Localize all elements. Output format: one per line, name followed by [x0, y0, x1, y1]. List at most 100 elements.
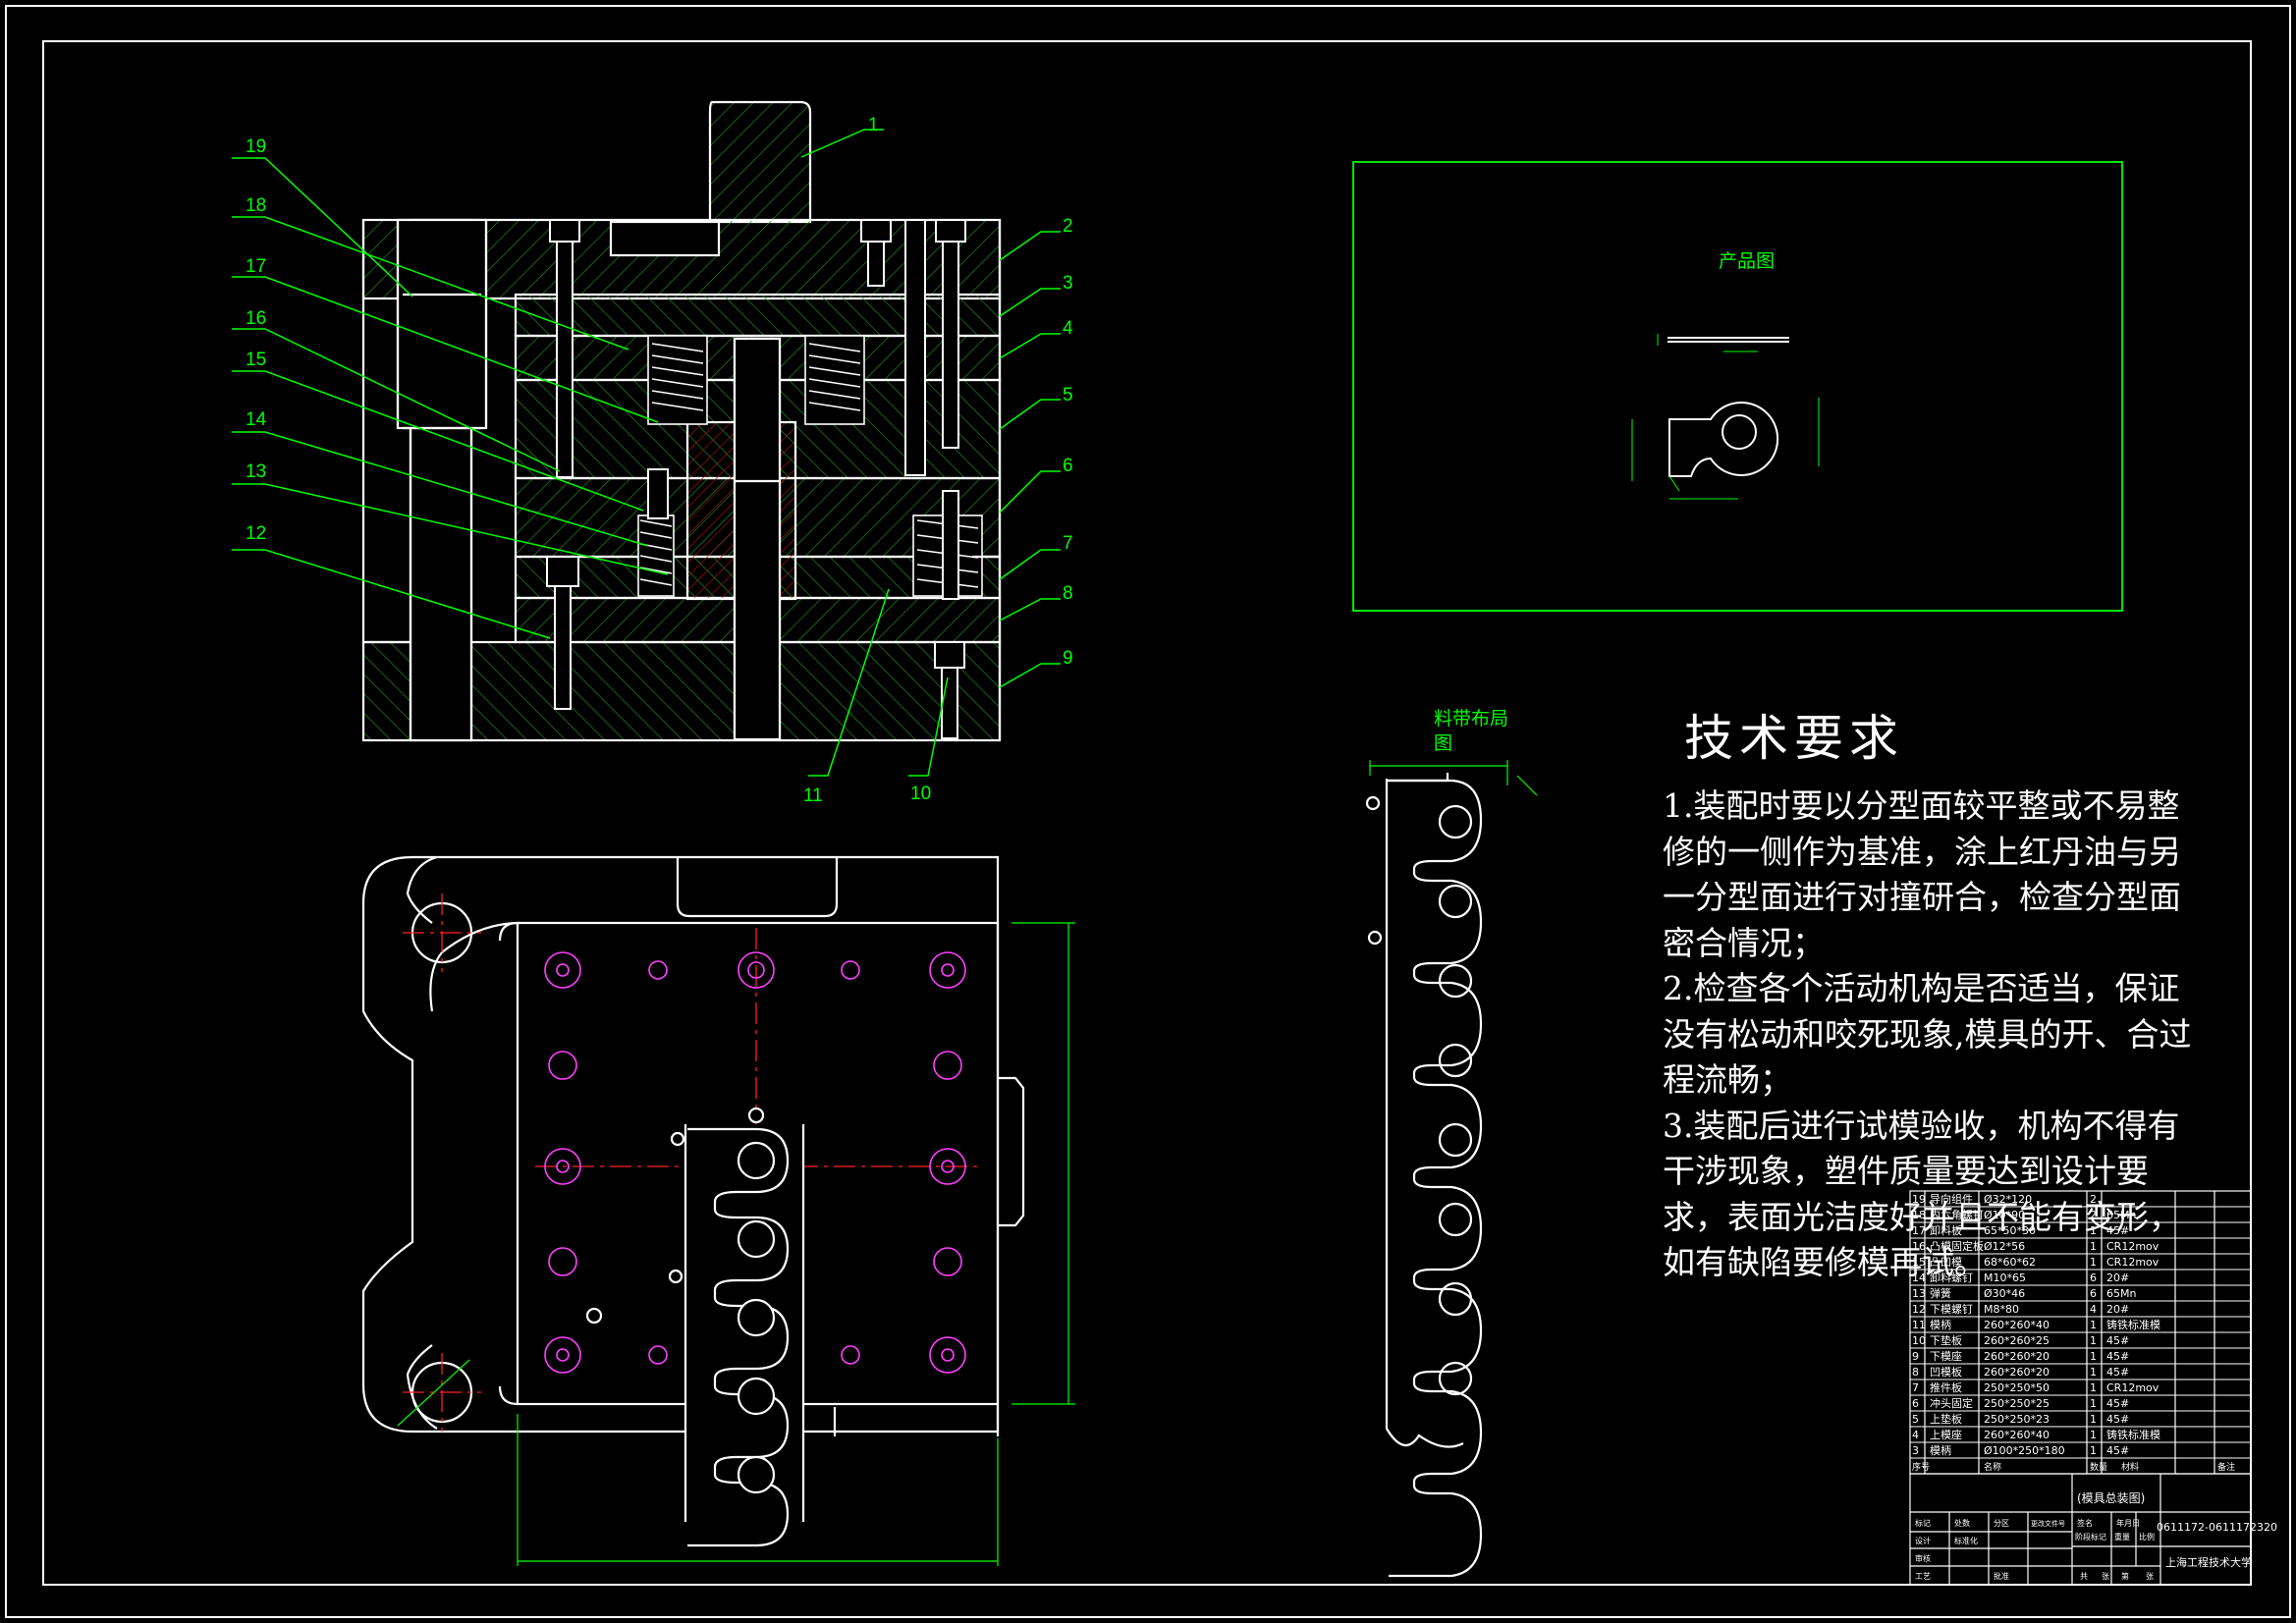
- bom-cell: Ø32*120: [1984, 1193, 2032, 1206]
- bom-header-cell: 名称: [1984, 1461, 2001, 1473]
- bom-cell: 10: [1912, 1334, 1926, 1347]
- bom-cell: 上模座: [1930, 1428, 1962, 1441]
- bom-cell: CR12mov: [2106, 1256, 2159, 1269]
- callout-4: 4: [1063, 318, 1073, 339]
- tb-label-date: 年月日: [2116, 1518, 2140, 1528]
- bom-cell: 1: [2090, 1334, 2097, 1347]
- bom-cell: 2: [2090, 1193, 2097, 1206]
- tb-label-marker: 标记: [1915, 1518, 1931, 1528]
- callout-12: 12: [246, 523, 266, 544]
- product-view: 产品图: [1352, 161, 2123, 612]
- bom-cell: M10*65: [1984, 1271, 2026, 1284]
- tb-label-stage: 阶段标记: [2075, 1532, 2106, 1542]
- bom-cell: 13: [1912, 1287, 1926, 1300]
- tb-label-approve: 批准: [1994, 1571, 2009, 1581]
- school-name: 上海工程技术大学: [2165, 1555, 2252, 1569]
- title-block: [1909, 1473, 2252, 1586]
- bom-cell: 1: [2090, 1429, 2097, 1441]
- callout-9: 9: [1063, 648, 1073, 669]
- bom-cell: 260*260*40: [1984, 1319, 2050, 1331]
- bom-cell: 7: [1912, 1381, 1919, 1394]
- bom-cell: 卸料螺钉: [1930, 1271, 1973, 1284]
- callout-8: 8: [1063, 583, 1073, 604]
- bom-cell: 1: [2090, 1319, 2097, 1331]
- callout-3: 3: [1063, 273, 1073, 294]
- bom-cell: 20#: [2106, 1303, 2129, 1316]
- bom-cell: 6: [2090, 1287, 2097, 1300]
- bom-cell: 9: [1912, 1350, 1919, 1363]
- bom-cell: 260*260*20: [1984, 1350, 2050, 1363]
- bom-cell: 下垫板: [1930, 1333, 1962, 1347]
- bom-cell: 导向组件: [1930, 1192, 1973, 1206]
- tb-label-zone: 分区: [1994, 1519, 2009, 1528]
- callout-7: 7: [1063, 533, 1073, 554]
- bom-cell: 14: [1912, 1271, 1926, 1284]
- bom-cell: 1: [2090, 1224, 2097, 1237]
- bom-cell: CR12mov: [2106, 1240, 2159, 1253]
- callout-10: 10: [910, 784, 931, 804]
- callout-11: 11: [803, 785, 823, 806]
- bom-cell: 下模螺钉: [1930, 1303, 1973, 1316]
- tb-label-count: 处数: [1954, 1518, 1970, 1528]
- bom-cell: 6: [1912, 1397, 1919, 1410]
- bom-cell: Ø100*250*180: [1984, 1444, 2065, 1457]
- bom-cell: CR12mov: [2106, 1381, 2159, 1394]
- callout-13: 13: [246, 461, 266, 482]
- sheet-inner-border: [42, 40, 2252, 1586]
- callout-6: 6: [1063, 456, 1073, 476]
- bom-header-cell: 序号: [1912, 1461, 1930, 1473]
- bom-cell: 45#: [2106, 1413, 2129, 1426]
- tb-label-sheet: 张: [2146, 1572, 2154, 1581]
- bom-cell: 4: [2090, 1303, 2097, 1316]
- bom-cell: 45#: [2106, 1444, 2129, 1457]
- bom-cell: 铸铁标准模: [2106, 1318, 2160, 1331]
- callout-leaders: [232, 129, 1061, 777]
- strip-layout: 料带布局 图: [1365, 708, 1538, 1578]
- plan-dimensions: [397, 922, 1075, 1566]
- bom-cell: 250*250*25: [1984, 1397, 2050, 1410]
- product-view-title: 产品图: [1719, 250, 1775, 272]
- bom-cell: 2: [2090, 1209, 2097, 1221]
- plan-strip: [585, 1107, 805, 1547]
- tb-label-weight: 重量: [2114, 1532, 2130, 1542]
- bom-cell: 模柄: [1930, 1319, 1951, 1331]
- upper-springs: [647, 335, 865, 425]
- tb-label-scale: 比例: [2139, 1532, 2155, 1542]
- bom-cell: 3: [1912, 1444, 1919, 1457]
- callout-14: 14: [246, 409, 267, 430]
- bom-header-cell: 备注: [2217, 1461, 2235, 1473]
- tb-label-process: 工艺: [1915, 1572, 1931, 1581]
- bom-cell: 68*60*62: [1984, 1256, 2036, 1269]
- bom-cell: 260*260*40: [1984, 1429, 2050, 1441]
- tb-label-change: 更改文件号: [2031, 1519, 2065, 1528]
- bom-cell: 上垫板: [1930, 1412, 1962, 1426]
- bom-cell: 冲头固定: [1930, 1396, 1973, 1410]
- bom-cell: Ø30*46: [1984, 1287, 2025, 1300]
- bom-cell: 45#: [2106, 1224, 2129, 1237]
- bom-cell: 凹模板: [1930, 1365, 1962, 1379]
- bom-cell: 19: [1912, 1193, 1926, 1206]
- tb-label-standard: 标准化: [1954, 1536, 1978, 1545]
- bom-cell: 15: [1912, 1256, 1926, 1269]
- callout-15: 15: [246, 350, 266, 370]
- callout-17: 17: [246, 256, 266, 277]
- bom-cell: 8: [1912, 1366, 1919, 1379]
- bom-cell: 1: [2090, 1444, 2097, 1457]
- bom-cell: 250*250*23: [1984, 1413, 2050, 1426]
- tb-label-design: 设计: [1915, 1536, 1931, 1545]
- bom-cell: 65Mn: [2106, 1209, 2136, 1221]
- bom-cell: 卸料板: [1930, 1223, 1962, 1237]
- bom-cell: 推件板: [1930, 1380, 1962, 1394]
- tech-requirements-list: 1.装配时要以分型面较平整或不易整修的一侧作为基准，涂上红丹油与另一分型面进行对…: [1663, 784, 2193, 1286]
- bom-header-cell: 材料: [2121, 1461, 2139, 1473]
- bom-cell: 1: [2090, 1381, 2097, 1394]
- bom-cell: 20#: [2106, 1271, 2129, 1284]
- bom-cell: 内六角螺钉: [1930, 1208, 1984, 1221]
- callout-2: 2: [1063, 216, 1073, 237]
- bom-cell: 250*250*50: [1984, 1381, 2050, 1394]
- tech-requirement-3: 3.装配后进行试模验收，机构不得有干涉现象，塑件质量要达到设计要求，表面光洁度好…: [1663, 1106, 2181, 1282]
- bom-cell: 260*260*20: [1984, 1366, 2050, 1379]
- bom-cell: 弹簧: [1930, 1286, 1951, 1300]
- bom-cell: 凸凹模: [1930, 1256, 1962, 1269]
